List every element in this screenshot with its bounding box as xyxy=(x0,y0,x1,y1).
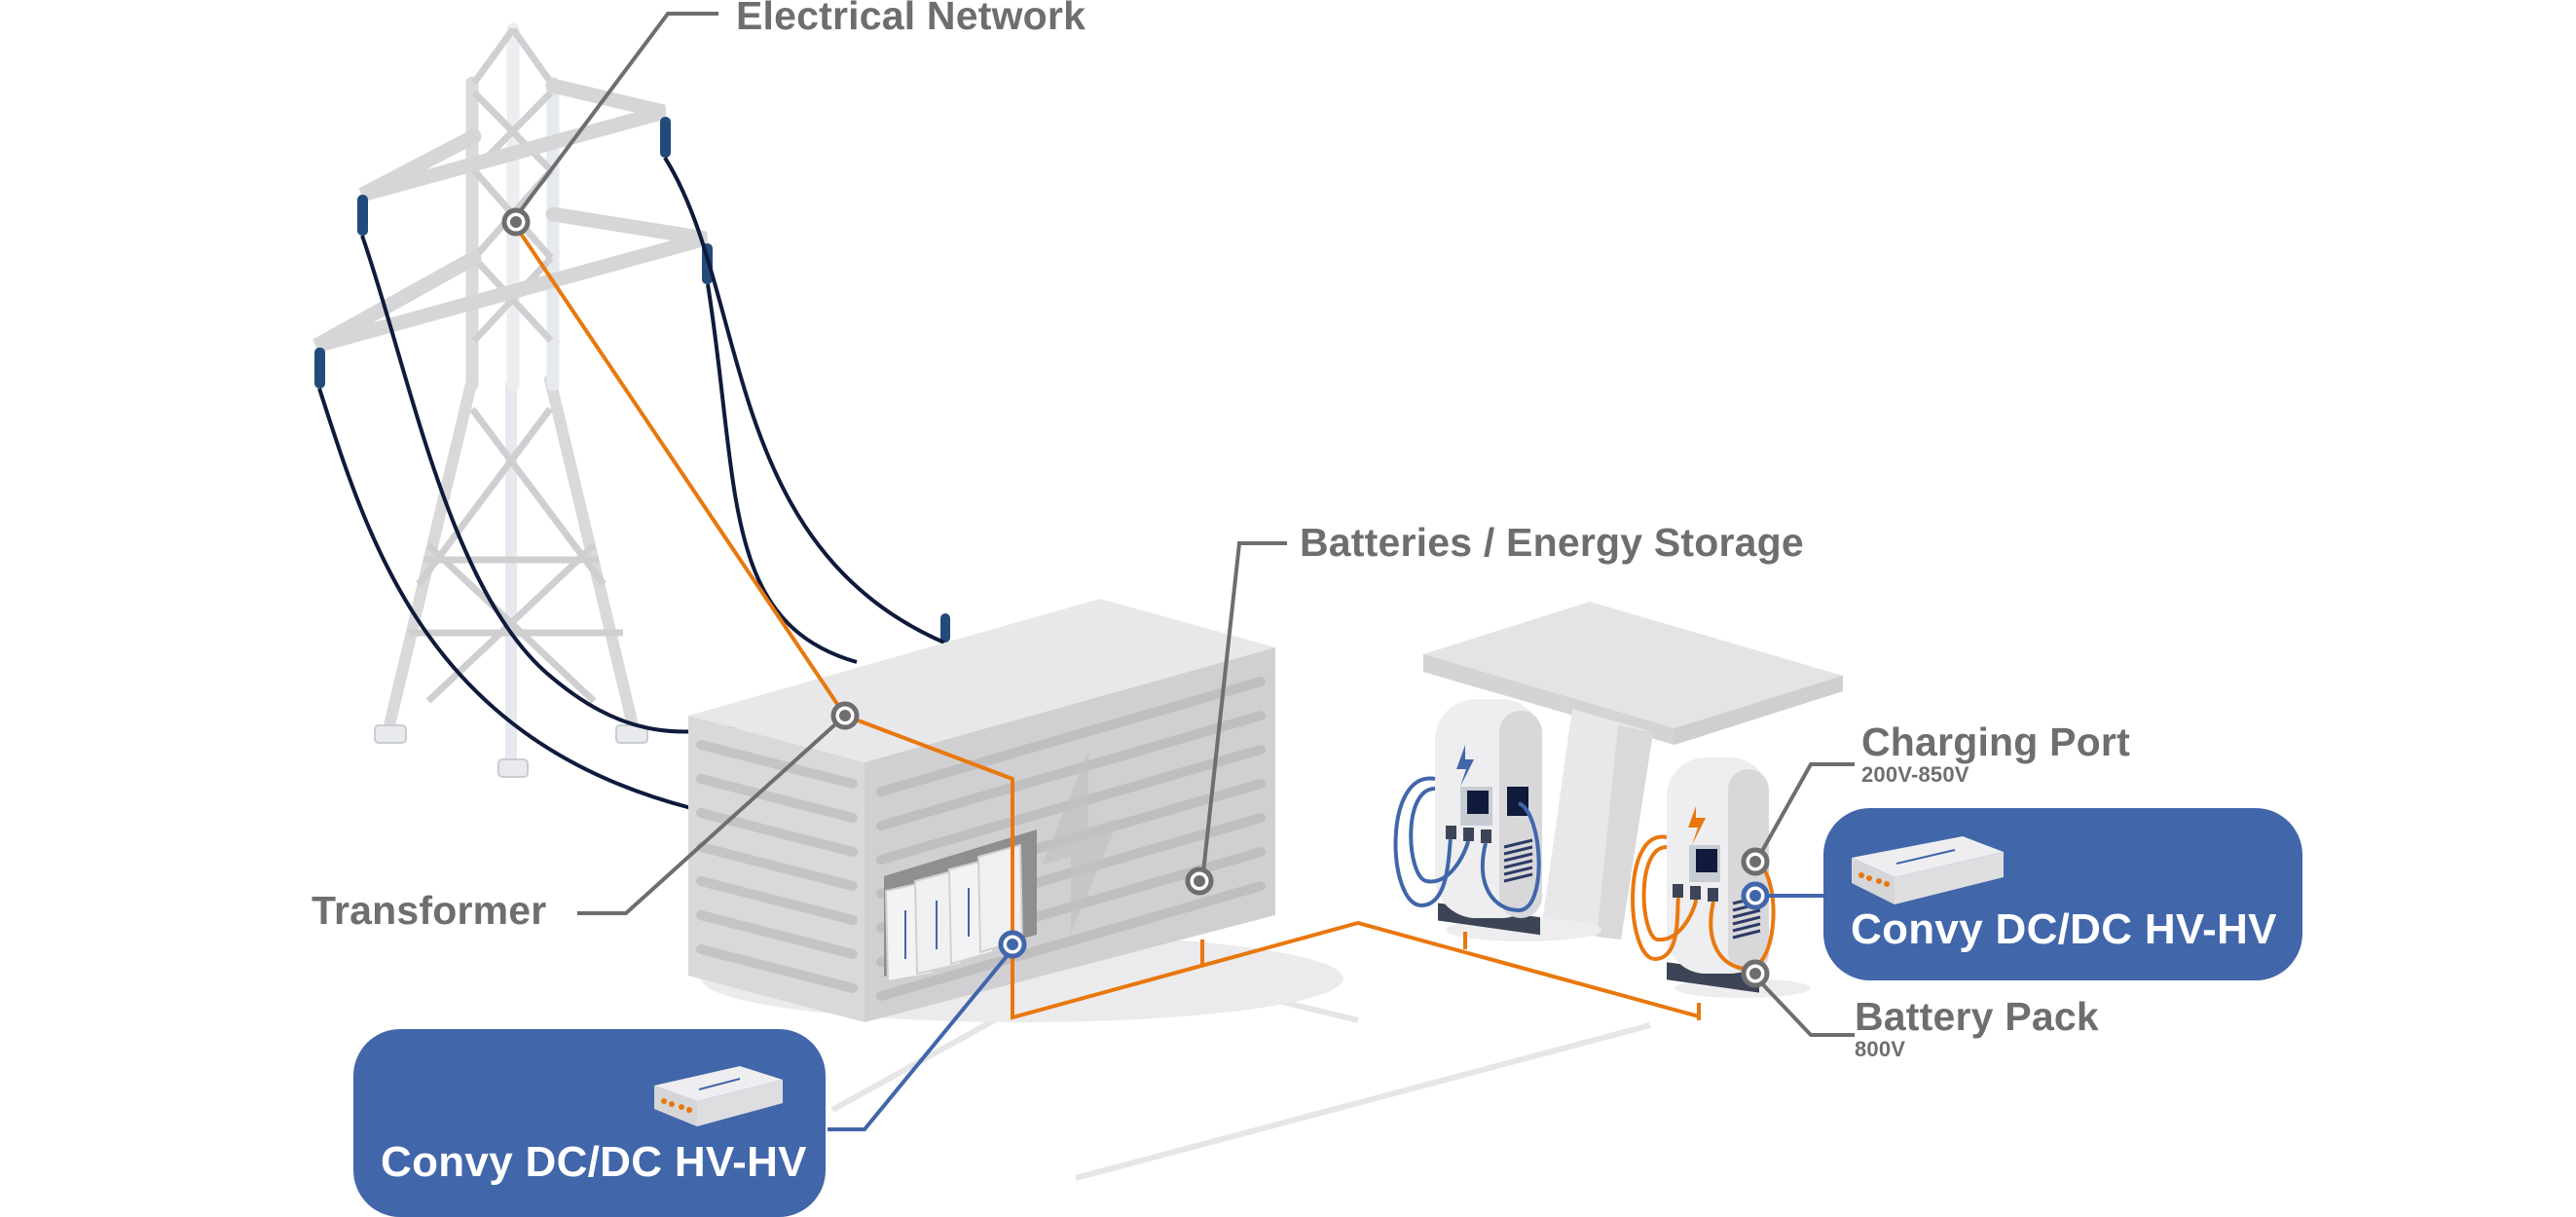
marker-convy-charger[interactable] xyxy=(1741,881,1770,910)
marker-charging-port[interactable] xyxy=(1741,847,1770,876)
dcdc-converter-icon xyxy=(1852,836,2004,904)
canopy-icon xyxy=(1423,602,1843,940)
label-charging-port: Charging Port 200V-850V xyxy=(1861,720,2130,787)
label-battery-pack: Battery Pack 800V xyxy=(1855,995,2099,1061)
marker-batteries[interactable] xyxy=(1185,867,1214,896)
dcdc-converter-icon xyxy=(654,1066,783,1126)
ev-charger-blue-icon xyxy=(1393,699,1601,941)
product-card-charger[interactable]: Convy DC/DC HV-HV xyxy=(1823,808,2302,980)
battery-pack-voltage: 800V xyxy=(1855,1037,1906,1061)
battery-container-icon xyxy=(688,599,1343,1022)
marker-convy-storage[interactable] xyxy=(998,930,1027,959)
label-electrical-network: Electrical Network xyxy=(736,0,1086,38)
marker-transformer[interactable] xyxy=(830,701,860,730)
power-tower-icon xyxy=(313,22,950,778)
label-batteries-energy-storage: Batteries / Energy Storage xyxy=(1300,520,1804,565)
marker-battery-pack[interactable] xyxy=(1741,959,1770,988)
overhead-cables xyxy=(317,156,945,810)
leader-lines xyxy=(516,12,1855,1037)
charging-port-title: Charging Port xyxy=(1861,719,2130,764)
charging-port-voltage: 200V-850V xyxy=(1861,762,1969,787)
marker-electrical-network[interactable] xyxy=(501,207,531,237)
battery-pack-title: Battery Pack xyxy=(1855,994,2099,1039)
ev-charger-orange-icon xyxy=(1631,757,1811,998)
product-card-storage[interactable]: Convy DC/DC HV-HV xyxy=(353,1029,826,1217)
product-name-storage: Convy DC/DC HV-HV xyxy=(381,1138,807,1186)
label-transformer: Transformer xyxy=(312,888,547,933)
product-name-charger: Convy DC/DC HV-HV xyxy=(1851,905,2277,953)
